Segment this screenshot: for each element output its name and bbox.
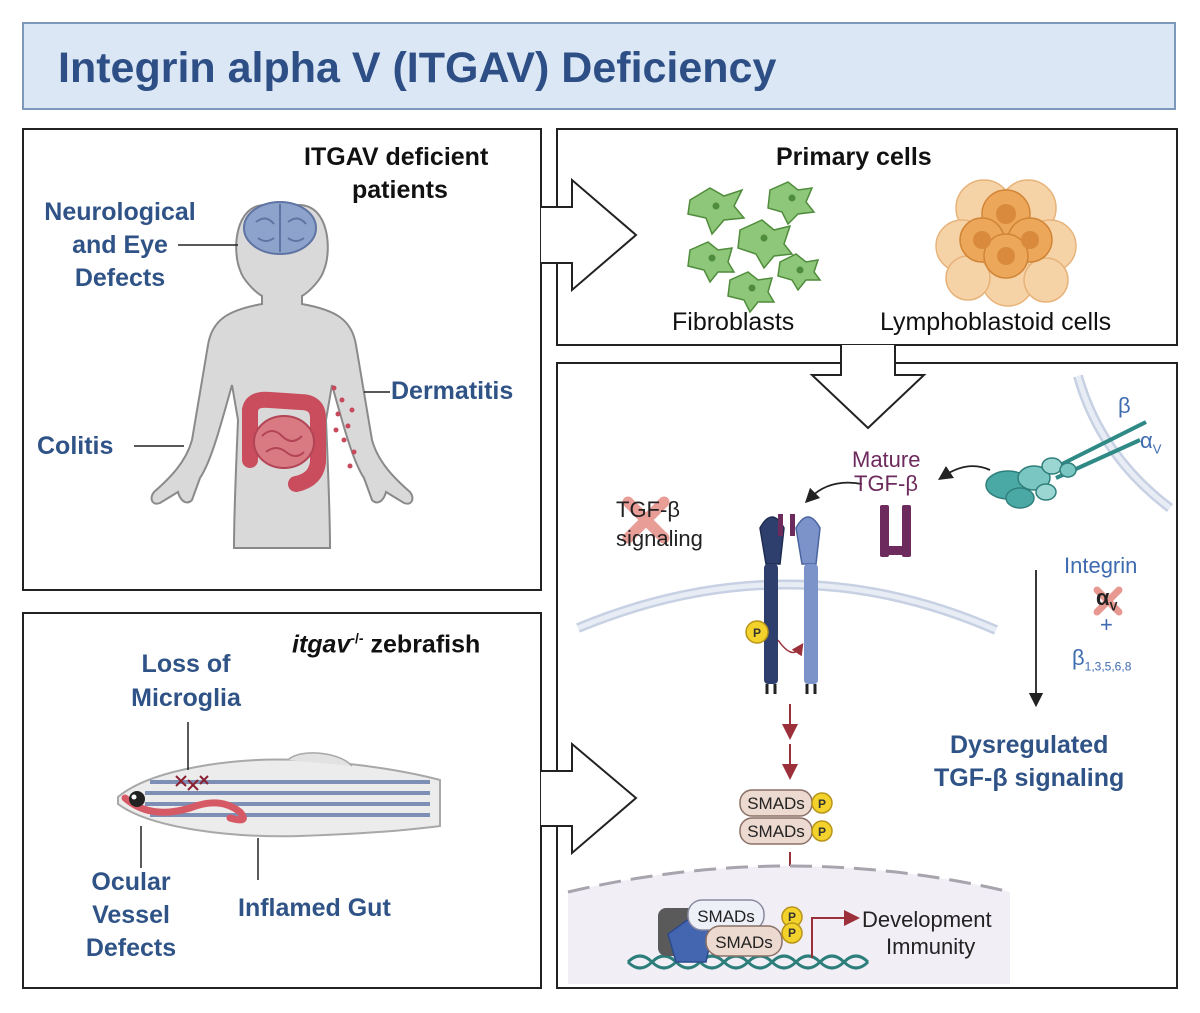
zebrafish-illustration [117, 722, 441, 880]
dysregulated-label-line2: TGF-β signaling [934, 764, 1125, 792]
nuclear-smad-box-2 [705, 925, 783, 957]
nuclear-phosphate-label-1: P [788, 910, 796, 924]
flow-arrow-patients-to-cells [541, 177, 638, 293]
child-body [150, 204, 414, 549]
gut-label: Inflamed Gut [238, 894, 391, 922]
title-banner: Integrin alpha V (ITGAV) Deficiency [22, 22, 1176, 110]
development-label: Development [862, 907, 992, 932]
mature-tgf-label-line1: Mature [852, 447, 921, 472]
nuclear-phosphate-2 [781, 922, 803, 944]
smad-label-1: SMADs [747, 794, 805, 813]
mature-tgf-label-line2: TGF-β [854, 471, 918, 496]
ocular-label-line3: Defects [85, 934, 177, 962]
smad-phosphate-label-2: P [818, 825, 826, 839]
nuclear-phosphate-label-2: P [788, 926, 796, 940]
smad-phosphate-2 [811, 820, 833, 842]
ocular-label-line1: Ocular [91, 868, 171, 896]
tgf-beta-receptor [759, 514, 821, 694]
mature-tgf-beta [880, 505, 911, 557]
integrin-label: Integrin [1064, 553, 1138, 578]
microglia-marks [175, 775, 209, 791]
integrin-beta-symbol: β [1072, 645, 1085, 670]
dermatitis-spots [331, 385, 357, 469]
smad-phosphate-label-1: P [818, 797, 826, 811]
lymphoblastoid-label: Lymphoblastoid cells [880, 308, 1112, 336]
lymphoblastoid-cells [935, 179, 1077, 307]
immunity-label: Immunity [886, 934, 976, 959]
colon [242, 391, 326, 492]
microglia-label-line2: Microglia [131, 684, 241, 712]
beta-subunit-label: β [1118, 393, 1131, 418]
zebrafish-genotype: -/- [350, 630, 364, 646]
flow-arrow-cells-to-mechanism [809, 345, 927, 430]
fish-body [117, 758, 441, 838]
figure-title: Integrin alpha V (ITGAV) Deficiency [58, 44, 777, 92]
neuro-label-line2: and Eye [72, 231, 168, 259]
nuclear-smad-label-2: SMADs [715, 933, 773, 952]
fish-gut [121, 794, 247, 824]
transcription-arrow [811, 910, 860, 958]
zebrafish-gene-name: itgav [292, 630, 351, 659]
dermatitis-label: Dermatitis [391, 377, 514, 405]
integrin-beta-subscript: 1,3,5,6,8 [1084, 659, 1132, 674]
integrin-plus-label: + [1100, 612, 1113, 637]
alpha-v-blocked-mark [1093, 586, 1123, 616]
alpha-v-symbol: α [1140, 428, 1153, 453]
neuro-label-line3: Defects [74, 264, 166, 292]
colitis-label: Colitis [37, 432, 114, 460]
alpha-v-subscript: V [1152, 441, 1162, 457]
integrin-alpha-subscript: V [1109, 599, 1118, 614]
patients-heading-line1: ITGAV deficient [304, 143, 489, 171]
integrin-alpha-label: αV [1096, 585, 1118, 613]
dna-strand-2 [626, 954, 870, 970]
primary-cells-heading: Primary cells [776, 143, 932, 171]
nuclear-smad-label-1: SMADs [697, 907, 755, 926]
alpha-v-subunit-label: αV [1140, 428, 1161, 456]
receptor-phosphate [745, 620, 769, 644]
smad-label-2: SMADs [747, 822, 805, 841]
tgf-signaling-label-line2: signaling [616, 526, 703, 551]
receptor-phosphate-label: P [753, 626, 761, 640]
neuro-label-line1: Neurological [44, 198, 196, 226]
child-illustration [134, 201, 414, 549]
smad-phosphate-1 [811, 792, 833, 814]
fibroblast-cells [687, 181, 822, 314]
integrin-dimer [985, 420, 1147, 509]
dysregulated-label-line1: Dysregulated [950, 731, 1109, 759]
small-intestine [253, 415, 315, 469]
integrin-beta-label: β1,3,5,6,8 [1072, 645, 1131, 673]
signaling-blocked-mark [622, 496, 670, 544]
tgf-signaling-label-line1: TGF-β [616, 497, 680, 522]
integrin-alpha-symbol: α [1096, 585, 1110, 610]
microglia-label-line1: Loss of [141, 650, 231, 678]
flow-arrow-zebrafish-to-mechanism [541, 741, 638, 856]
zebrafish-heading: itgav-/- zebrafish [292, 630, 480, 659]
zebrafish-heading-rest: zebrafish [363, 630, 481, 659]
fish-eye [129, 791, 145, 807]
patients-heading-line2: patients [352, 176, 448, 204]
ocular-label-line2: Vessel [92, 901, 170, 929]
fibroblasts-label: Fibroblasts [672, 308, 795, 336]
